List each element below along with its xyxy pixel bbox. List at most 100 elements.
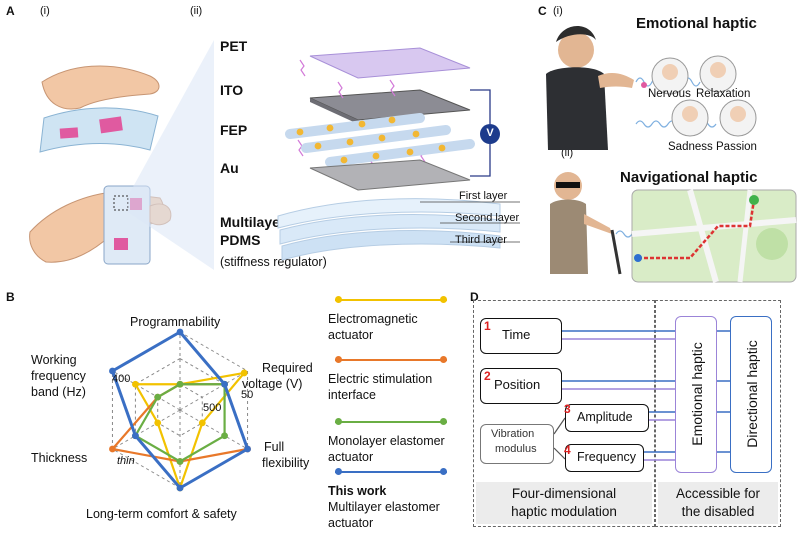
legend-marker — [335, 296, 342, 303]
radar-point — [221, 380, 228, 388]
layer-label-pdms: PDMS — [220, 232, 261, 248]
layer-label-fep: FEP — [220, 122, 248, 138]
legend-text: Electromagnetic — [328, 312, 418, 326]
emotion-passion: Passion — [716, 141, 757, 153]
position-label: Position — [494, 377, 541, 392]
legend-marker — [440, 356, 447, 363]
hand-illustrations — [29, 40, 214, 270]
legend-marker — [440, 468, 447, 475]
radar-axis-voltage-line1: Required — [262, 361, 313, 375]
sublayer-third: Third layer — [455, 234, 507, 246]
disabled-caption-bg — [658, 482, 778, 524]
vibration-label-line2: modulus — [495, 443, 537, 455]
radar-series — [109, 328, 251, 492]
layer-stack-diagram — [277, 47, 520, 261]
radar-axis-programmability: Programmability — [130, 315, 221, 329]
modulation-caption-line2: haptic modulation — [511, 504, 617, 519]
time-label: Time — [502, 327, 531, 342]
legend-text: Electric stimulation — [328, 372, 433, 386]
frequency-box — [565, 444, 644, 472]
amplitude-box — [565, 404, 649, 432]
legend-text: actuator — [328, 450, 374, 464]
navigational-haptic-illustration — [550, 172, 797, 283]
position-number: 2 — [484, 369, 491, 383]
layer-label-multilayer: Multilayer — [220, 214, 286, 230]
radar-axis-comfort: Long-term comfort & safety — [86, 507, 237, 521]
legend-text: interface — [328, 388, 376, 402]
panel-c-label: C — [538, 4, 547, 18]
radar-point — [154, 419, 162, 427]
layer-label-au: Au — [220, 160, 239, 176]
sublayer-second: Second layer — [455, 212, 520, 224]
legend-line-1 — [335, 296, 447, 303]
panel-a-label: A — [6, 4, 15, 18]
radar-point — [154, 393, 162, 401]
time-box — [480, 318, 562, 354]
radar-point — [109, 367, 116, 375]
emotion-relaxation: Relaxation — [696, 88, 751, 100]
radar-axis-flex-line2: flexibility — [262, 456, 310, 470]
layer-label-pet: PET — [220, 38, 248, 54]
radar-tick-voltage-500: 500 — [203, 402, 222, 414]
radar-tick-voltage-50: 50 — [241, 389, 254, 401]
modulation-caption-line1: Four-dimensional — [511, 486, 617, 501]
emotional-haptic-box — [675, 316, 717, 473]
legend-text: actuator — [328, 516, 374, 530]
radar-axis-freq-line2: frequency — [31, 369, 86, 383]
disabled-caption-line1: Accessible for — [675, 486, 761, 501]
legend-line-4 — [335, 468, 447, 475]
modulation-caption-bg — [476, 482, 652, 524]
stiffness-regulator-note: (stiffness regulator) — [220, 255, 327, 269]
panel-c-sub-i: (i) — [553, 5, 563, 17]
legend-marker — [440, 418, 447, 425]
position-box — [480, 368, 562, 404]
legend-line-2 — [335, 356, 447, 363]
radar-point — [176, 458, 184, 465]
legend-marker — [335, 356, 342, 363]
time-number: 1 — [484, 319, 491, 333]
amplitude-number: 3 — [564, 402, 571, 416]
radar-axis-flex-line1: Full — [264, 440, 285, 454]
navigational-haptic-title: Navigational haptic — [620, 169, 758, 186]
radar-chart — [109, 328, 251, 492]
radar-spoke — [179, 370, 248, 411]
legend-text: Multilayer elastomer — [328, 500, 440, 514]
radar-spoke — [179, 409, 248, 450]
panel-d-label: D — [470, 290, 479, 304]
frequency-number: 4 — [564, 443, 571, 457]
radar-point — [176, 380, 184, 388]
legend-entry-3: Monolayer elastomer actuator — [328, 433, 478, 465]
amplitude-label: Amplitude — [577, 410, 633, 424]
legend-text: Monolayer elastomer — [328, 434, 445, 448]
panel-a-sub-ii: (ii) — [190, 5, 203, 17]
radar-point — [244, 445, 251, 453]
vibration-label-line1: Vibration — [491, 428, 535, 440]
radar-point — [240, 369, 248, 377]
legend-entry-1: Electromagnetic actuator — [328, 311, 478, 343]
panel-a-sub-i: (i) — [40, 5, 50, 17]
legend-line-3 — [335, 418, 447, 425]
radar-axis-voltage-line2: voltage (V) — [242, 377, 303, 391]
voltage-symbol: V — [486, 127, 494, 139]
radar-point — [132, 380, 139, 388]
directional-haptic-box — [730, 316, 772, 473]
legend-text: This work — [328, 484, 387, 498]
emotional-haptic-box-label: Emotional haptic — [689, 342, 705, 446]
disabled-caption-line2: the disabled — [681, 504, 755, 519]
radar-point — [109, 445, 116, 453]
vibration-modulus-box — [480, 424, 554, 464]
legend-text: actuator — [328, 328, 374, 342]
emotion-nervous: Nervous — [648, 88, 691, 100]
radar-point — [198, 419, 206, 427]
radar-axis-freq-line1: Working — [31, 353, 77, 367]
legend-entry-2: Electric stimulation interface — [328, 371, 478, 403]
legend-marker — [440, 296, 447, 303]
emotional-haptic-title: Emotional haptic — [636, 15, 757, 32]
emotion-sadness: Sadness — [668, 141, 713, 153]
radar-axis-thickness: Thickness — [31, 451, 88, 465]
radar-tick-thickness-thin: thin — [117, 455, 135, 467]
legend-marker — [335, 468, 342, 475]
radar-point — [132, 432, 139, 440]
panel-b-label: B — [6, 290, 15, 304]
